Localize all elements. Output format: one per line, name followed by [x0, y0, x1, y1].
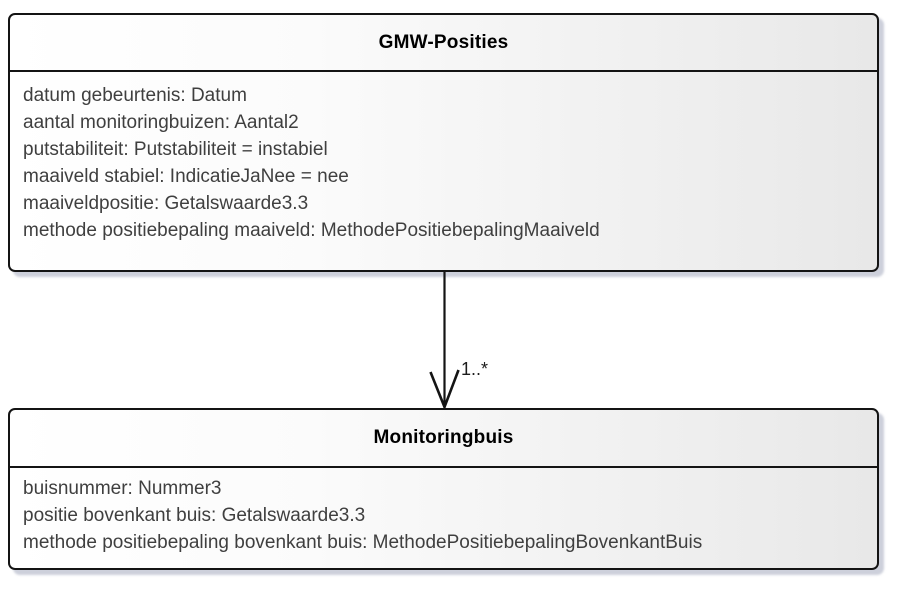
class-attributes-compartment: buisnummer: Nummer3 positie bovenkant bu… — [10, 468, 877, 556]
class-header: Monitoringbuis — [10, 410, 877, 468]
association-arrow — [429, 272, 460, 409]
class-attributes-compartment: datum gebeurtenis: Datum aantal monitori… — [10, 72, 877, 244]
class-attribute: datum gebeurtenis: Datum — [23, 85, 247, 106]
class-attribute: buisnummer: Nummer3 — [23, 478, 222, 499]
class-title: GMW-Posities — [378, 31, 509, 53]
class-attribute: methode positiebepaling maaiveld: Method… — [23, 220, 600, 241]
class-title: Monitoringbuis — [373, 427, 514, 448]
open-arrowhead-icon — [429, 369, 460, 409]
multiplicity-label: 1..* — [461, 359, 489, 379]
class-attribute: maaiveld stabiel: IndicatieJaNee = nee — [23, 166, 349, 187]
class-attribute: methode positiebepaling bovenkant buis: … — [23, 532, 703, 553]
class-box-monitoringbuis: Monitoringbuis buisnummer: Nummer3 posit… — [8, 408, 879, 570]
class-attribute: positie bovenkant buis: Getalswaarde3.3 — [23, 505, 366, 526]
class-box-gmw-posities: GMW-Posities datum gebeurtenis: Datum aa… — [8, 13, 879, 272]
class-attribute: aantal monitoringbuizen: Aantal2 — [23, 112, 299, 133]
class-attribute: putstabiliteit: Putstabiliteit = instabi… — [23, 139, 328, 160]
class-header: GMW-Posities — [10, 15, 877, 72]
class-attribute: maaiveldpositie: Getalswaarde3.3 — [23, 193, 309, 214]
